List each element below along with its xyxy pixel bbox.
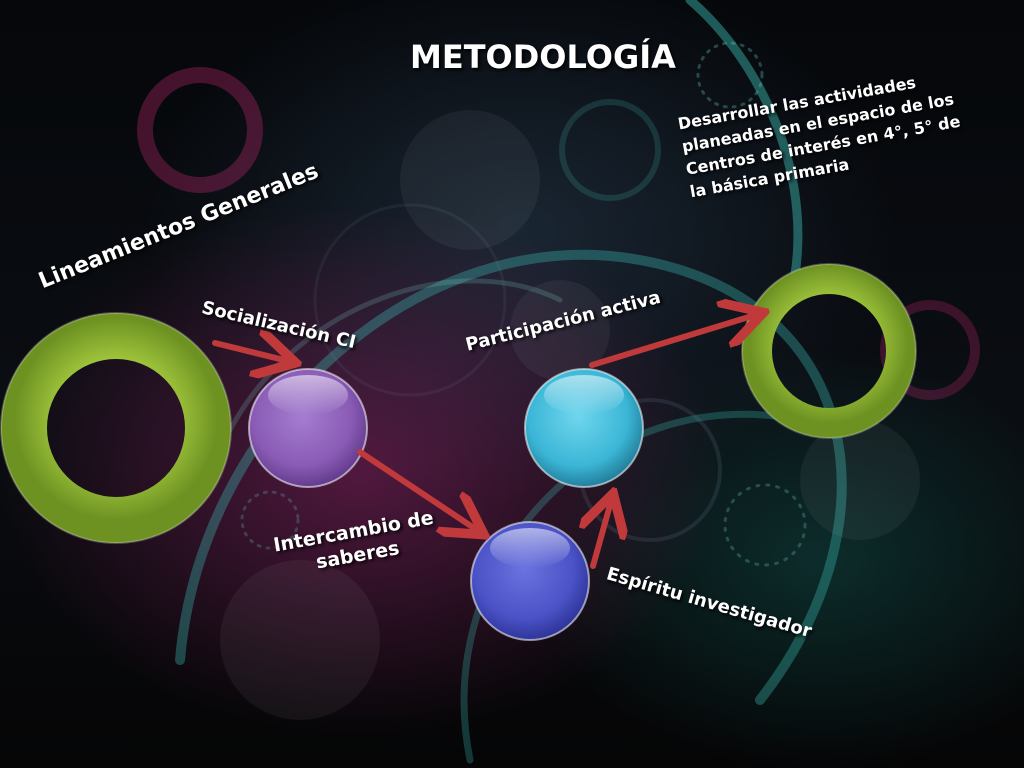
circle-socializacion <box>248 368 368 488</box>
arrow-participacion-to-desarrollar <box>589 316 752 368</box>
ring-lineamientos <box>0 312 232 544</box>
arrow-lineamientos-to-socializacion <box>212 343 284 360</box>
arrow-intercambio-to-participacion <box>593 505 610 569</box>
ring-desarrollar <box>741 263 917 439</box>
arrow-socializacion-to-intercambio <box>357 449 474 528</box>
circle-intercambio <box>470 521 590 641</box>
page-title: METODOLOGÍA <box>410 38 676 76</box>
circle-participacion <box>524 368 644 488</box>
